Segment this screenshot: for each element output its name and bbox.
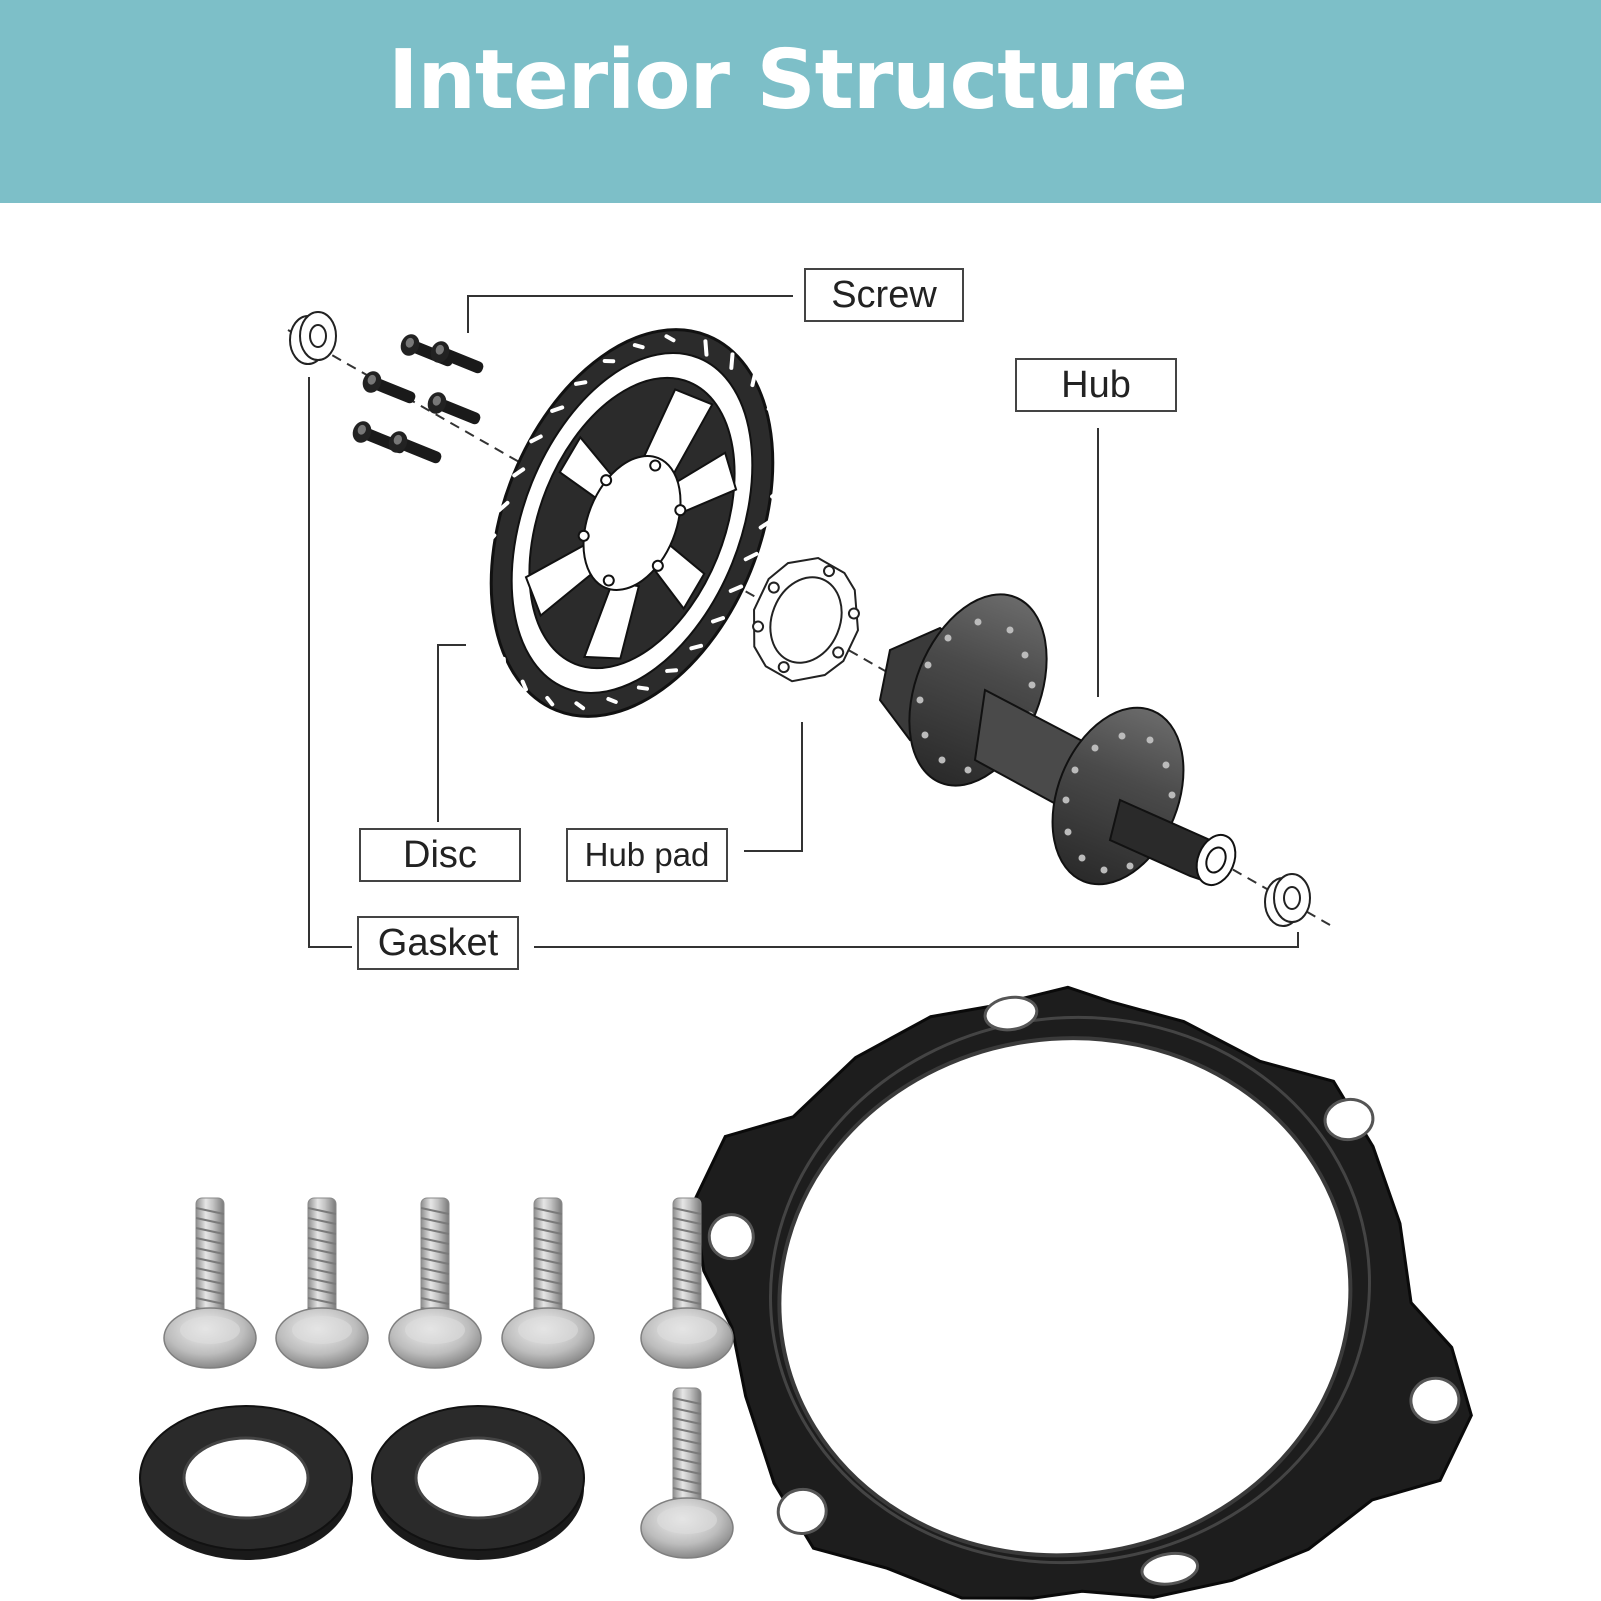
label-hub: Hub: [1015, 358, 1177, 412]
leader-lines: [308, 295, 1299, 948]
leader-gasket-right: [534, 932, 1299, 948]
leader-hub-pad: [744, 722, 803, 852]
washer-2: [371, 1405, 585, 1560]
title-banner: Interior Structure: [0, 0, 1601, 203]
label-hub-pad: Hub pad: [566, 828, 728, 882]
leader-disc: [437, 644, 466, 822]
label-gasket: Gasket: [357, 916, 519, 970]
leader-screw: [467, 295, 793, 333]
gasket-left-drawing: [289, 311, 337, 365]
leader-gasket-left: [308, 377, 352, 948]
screw-3: [388, 1197, 482, 1369]
hub-adapter-ring: [692, 985, 1473, 1600]
product-photo: [139, 985, 1473, 1600]
screw-4: [501, 1197, 595, 1369]
hub-drawing: [878, 593, 1237, 887]
gasket-right-drawing: [1264, 873, 1311, 927]
washer-1: [139, 1405, 353, 1560]
screw-6: [640, 1387, 734, 1559]
disc-drawing: [478, 328, 789, 718]
page-title: Interior Structure: [388, 33, 1188, 128]
screws-drawing: [349, 331, 487, 470]
label-screw: Screw: [804, 268, 964, 322]
screw-1: [163, 1197, 257, 1369]
label-disc: Disc: [359, 828, 521, 882]
hub-pad-drawing: [752, 556, 860, 683]
screw-2: [275, 1197, 369, 1369]
washers-photo: [139, 1405, 585, 1560]
exploded-diagram: [287, 295, 1331, 948]
